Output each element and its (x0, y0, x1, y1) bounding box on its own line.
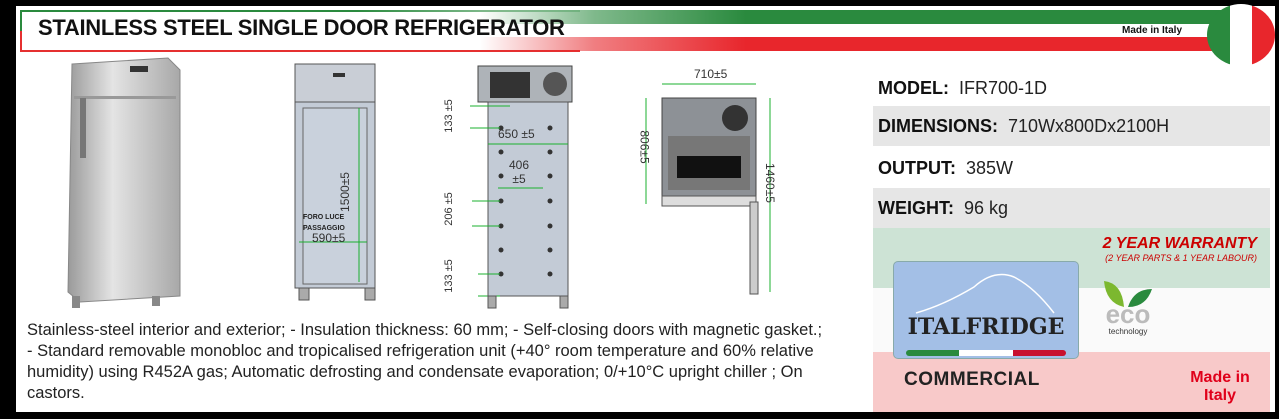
side-drawing (470, 65, 573, 309)
spec-weight: WEIGHT: 96 kg (873, 188, 1270, 228)
pink-band (873, 352, 1270, 412)
made-in-italy-tag: Made in Italy (1122, 25, 1183, 36)
mountain-icon (915, 273, 1055, 314)
front-opening-label: FORO LUCE PASSAGGIO (303, 212, 345, 234)
front-height-dim: 1500±5 (337, 172, 352, 212)
eco-word: eco (1105, 299, 1151, 329)
side-width-dim: 650 ±5 (498, 127, 535, 141)
italy-flag-icon (1207, 4, 1275, 66)
badge-line: Made in (1190, 369, 1250, 386)
spec-label: MODEL: (878, 77, 949, 98)
label-line: FORO LUCE (303, 214, 345, 221)
spec-value: 96 kg (964, 197, 1009, 218)
warranty-title: 2 YEAR WARRANTY (1102, 235, 1257, 252)
badge-line: Italy (1203, 387, 1236, 404)
spec-output: OUTPUT: 385W (873, 150, 1270, 186)
front-width-dim: 590±5 (312, 231, 346, 245)
top-width-dim: 710±5 (694, 67, 728, 81)
leaf-icon (1104, 281, 1152, 307)
side-top-offset-dim: 133 ±5 (442, 99, 455, 133)
inner-value: 406 (509, 158, 530, 172)
label-line: PASSAGGIO (303, 225, 345, 232)
title-bracket (20, 10, 580, 52)
warranty-subtitle: (2 YEAR PARTS & 1 YEAR LABOUR) (1105, 253, 1257, 263)
spec-label: DIMENSIONS: (878, 115, 999, 136)
top-depth-dim: 806±5 (637, 130, 652, 164)
warranty: 2 YEAR WARRANTY(2 YEAR PARTS & 1 YEAR LA… (1103, 235, 1257, 263)
spec-value: IFR700-1D (959, 77, 1048, 98)
brand-name: ITALFRIDGE (907, 314, 1065, 340)
product-photo (67, 57, 181, 308)
spec-model: MODEL: IFR700-1D (873, 72, 1270, 104)
side-bottom-offset-dim: 133 ±5 (442, 259, 455, 293)
top-open-depth-dim: 1460±5 (762, 163, 777, 203)
front-drawing (294, 63, 376, 301)
italfridge-logo: ITALFRIDGE (893, 261, 1079, 359)
side-spacing-dim: 206 ±5 (442, 192, 455, 226)
eco-technology-logo: eco technology (1100, 281, 1156, 336)
inner-tol: ±5 (512, 172, 526, 186)
top-drawing (645, 83, 771, 295)
spec-label: WEIGHT: (878, 197, 954, 218)
red-stripe (480, 37, 1240, 51)
spec-label: OUTPUT: (878, 157, 956, 178)
eco-sub: technology (1108, 327, 1148, 336)
side-inner-dim: 406±5 (509, 158, 529, 186)
brand-line: COMMERCIAL (904, 369, 1040, 390)
page-title: STAINLESS STEEL SINGLE DOOR REFRIGERATOR (38, 15, 565, 40)
spec-dimensions: DIMENSIONS: 710Wx800Dx2100H (873, 106, 1270, 146)
green-stripe (480, 10, 1240, 24)
spec-value: 710Wx800Dx2100H (1008, 115, 1170, 136)
product-description: Stainless-steel interior and exterior; -… (27, 321, 823, 402)
spec-value: 385W (966, 157, 1014, 178)
